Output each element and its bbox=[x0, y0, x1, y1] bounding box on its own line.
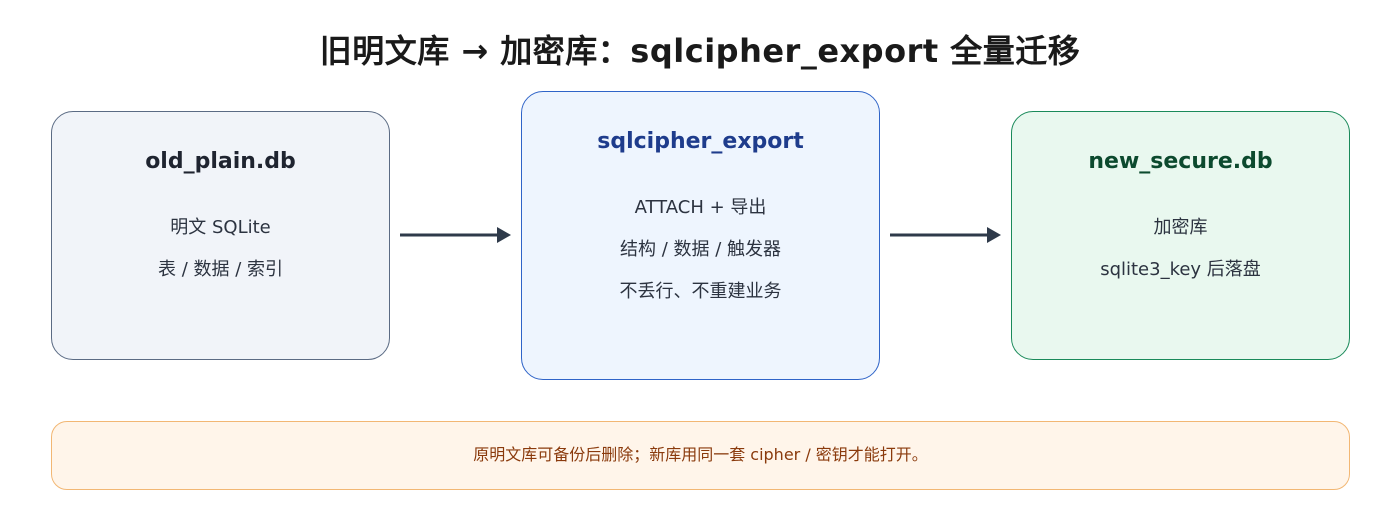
diagram-title: 旧明文库 → 加密库：sqlcipher_export 全量迁移 bbox=[319, 32, 1081, 70]
arrow-source-to-process bbox=[400, 225, 512, 245]
process-line-1: ATTACH + 导出 bbox=[634, 197, 767, 218]
target-db-line-2: sqlite3_key 后落盘 bbox=[1100, 259, 1261, 280]
source-db-node: old_plain.db 明文 SQLite 表 / 数据 / 索引 bbox=[51, 111, 390, 360]
arrow-right-icon bbox=[890, 227, 1001, 243]
target-db-node: new_secure.db 加密库 sqlite3_key 后落盘 bbox=[1011, 111, 1350, 360]
target-db-name: new_secure.db bbox=[1088, 149, 1273, 174]
source-db-name: old_plain.db bbox=[145, 149, 296, 174]
source-db-line-1: 明文 SQLite bbox=[170, 217, 271, 238]
target-db-line-1: 加密库 bbox=[1153, 217, 1208, 238]
arrow-right-icon bbox=[400, 227, 511, 243]
process-node: sqlcipher_export ATTACH + 导出 结构 / 数据 / 触… bbox=[521, 91, 880, 380]
process-line-2: 结构 / 数据 / 触发器 bbox=[619, 239, 781, 260]
process-line-3: 不丢行、不重建业务 bbox=[619, 281, 782, 302]
note-banner: 原明文库可备份后删除；新库用同一套 cipher / 密钥才能打开。 bbox=[51, 421, 1350, 490]
source-db-line-2: 表 / 数据 / 索引 bbox=[157, 259, 283, 280]
arrow-process-to-target bbox=[890, 225, 1002, 245]
process-name: sqlcipher_export bbox=[597, 129, 804, 154]
